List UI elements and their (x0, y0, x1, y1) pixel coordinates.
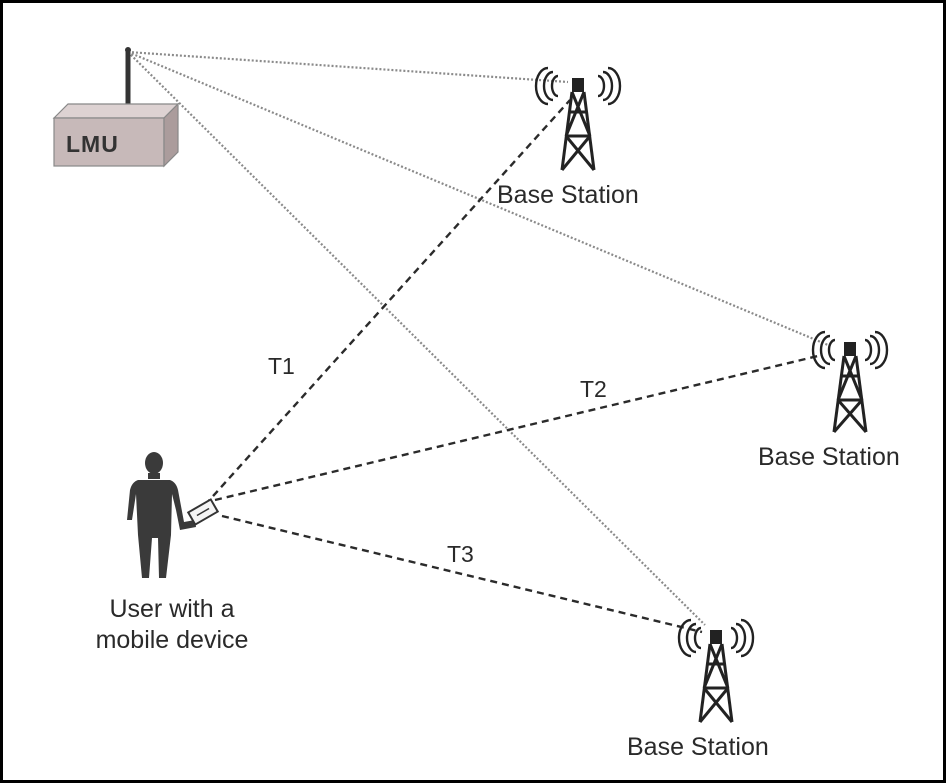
person-icon (127, 452, 196, 578)
lmu-label: LMU (66, 131, 119, 157)
user-label: User with a mobile device (72, 594, 272, 656)
lmu-link-station-1 (127, 50, 569, 84)
user-figure (127, 452, 220, 578)
mobile-device-icon (186, 498, 220, 526)
user-label-line-1: User with a (109, 595, 235, 623)
radio-waves-icon (677, 618, 755, 658)
antenna-icon (125, 47, 131, 110)
lmu-unit (52, 47, 180, 168)
signal-link-t2 (214, 354, 819, 502)
signal-link-t1 (204, 99, 571, 506)
lmu-box-top (52, 103, 180, 119)
signal-link-t3 (221, 514, 703, 634)
base-station-label-1: Base Station (497, 181, 639, 209)
user-label-line-2: mobile device (95, 626, 249, 654)
cell-tower-icon (832, 342, 868, 433)
signal-label-t1: T1 (268, 353, 295, 379)
radio-waves-icon (534, 66, 622, 106)
cell-tower-icon (698, 630, 734, 723)
base-station-label-3: Base Station (627, 733, 769, 761)
cell-tower-icon (560, 78, 596, 171)
signal-label-t2: T2 (580, 376, 607, 402)
lmu-link-station-3 (127, 51, 706, 626)
signal-label-t3: T3 (447, 541, 474, 567)
base-station-label-2: Base Station (758, 443, 900, 471)
base-station-3 (677, 618, 755, 723)
radio-waves-icon (811, 330, 889, 370)
lmu-link-station-2 (127, 50, 829, 347)
base-station-1 (534, 66, 622, 171)
lmu-box-side (163, 102, 179, 168)
base-station-2 (811, 330, 889, 433)
